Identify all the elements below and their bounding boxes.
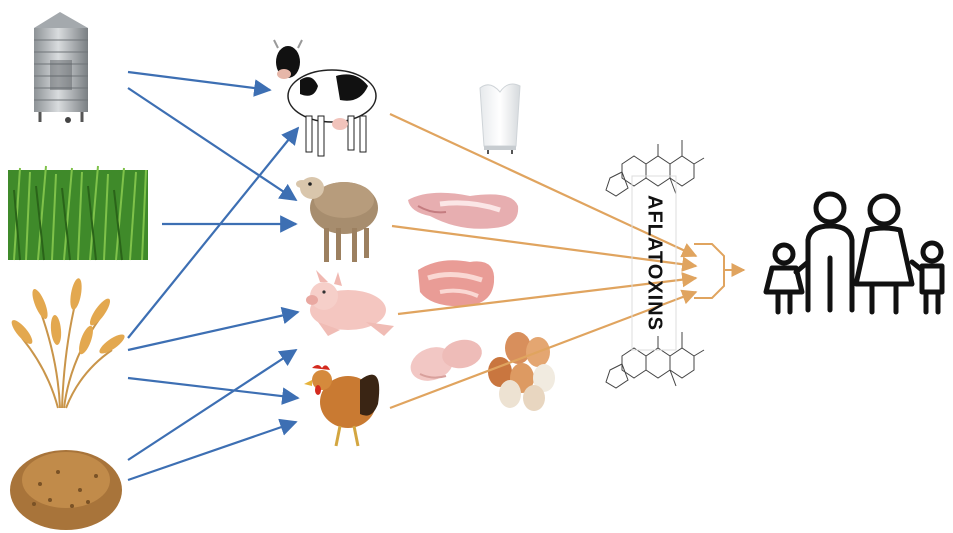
feed-arrows [128,72,298,480]
pork-meat-icon [418,260,494,306]
wheat-icon [9,277,128,408]
chicken-icon [304,365,379,446]
eggs-icon [488,332,555,411]
grain-silo-icon [34,12,88,123]
lamb-meat-icon [408,193,518,229]
feed-pile-icon [10,450,122,530]
aflatoxins-label-box: AFLATOXINS [634,178,674,348]
sheep-icon [296,177,378,262]
pig-icon [306,270,394,336]
green-grass-icon [8,166,148,260]
aflatoxins-label: AFLATOXINS [643,195,666,331]
family-icon [766,194,942,312]
chicken-meat-icon [406,337,484,387]
milk-icon [480,84,520,154]
merge-funnel-icon [694,244,744,298]
